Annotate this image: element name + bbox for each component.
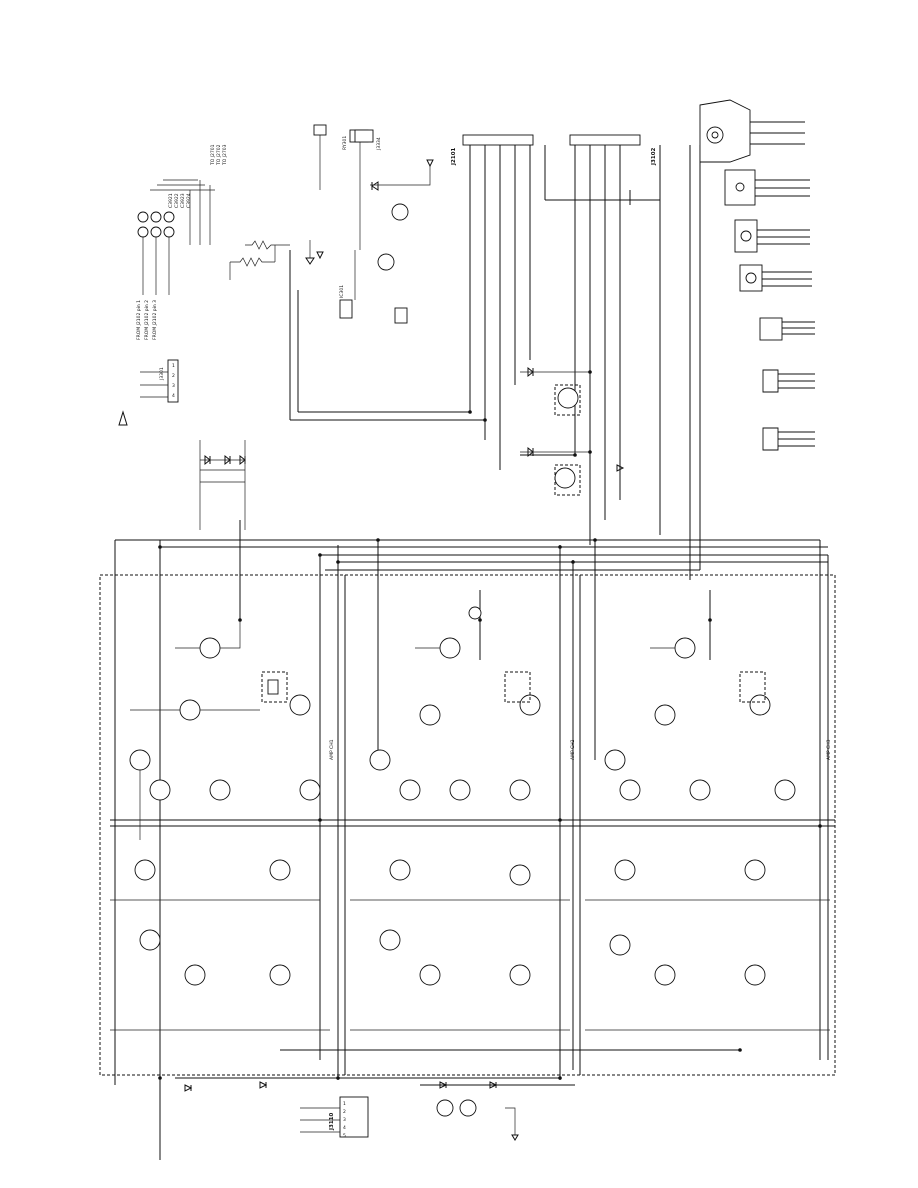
input-label-2: FROM J2102 pin 2 bbox=[144, 300, 150, 340]
cap-c3924-label: C3924 bbox=[186, 193, 192, 208]
connector-j3334-label: J3334 bbox=[376, 137, 382, 151]
fuse-6 bbox=[163, 226, 175, 238]
channel-3-label: AMP CH3 bbox=[826, 739, 832, 760]
amp-block-1 bbox=[99, 574, 346, 1076]
amp-channel-blocks bbox=[99, 574, 836, 1076]
amp-block-2 bbox=[344, 574, 581, 1076]
j3110-pin-3: 3 bbox=[343, 1117, 346, 1123]
package-to92 bbox=[739, 264, 812, 292]
package-to92-l bbox=[762, 369, 815, 393]
bottom-protection: J3110 1 2 3 4 5 bbox=[184, 1081, 519, 1141]
fuse-2 bbox=[150, 211, 162, 223]
fuse-5 bbox=[150, 226, 162, 238]
channel-2-label: AMP CH2 bbox=[570, 739, 576, 760]
fuse-capacitor-bank: C3921 C3922 C3923 C3924 FROM J2102 pin 1… bbox=[136, 144, 228, 340]
cap-c3922-label: C3922 bbox=[174, 193, 180, 208]
package-to3p bbox=[699, 99, 805, 163]
j3110-pin-5: 5 bbox=[343, 1133, 346, 1139]
fuse-1 bbox=[137, 211, 149, 223]
package-to220 bbox=[724, 169, 810, 206]
amp-block-3 bbox=[579, 574, 836, 1076]
bias-network bbox=[229, 240, 315, 280]
amp-channel-2: AMP CH2 bbox=[350, 606, 576, 1031]
warning-triangle-icon bbox=[118, 410, 128, 426]
j3110-pin-4: 4 bbox=[343, 1125, 346, 1131]
junction-dots bbox=[158, 370, 822, 1080]
regulator-label: IC301 bbox=[339, 285, 345, 298]
protect-circuit bbox=[520, 366, 625, 496]
j3110-pin-2: 2 bbox=[343, 1109, 346, 1115]
output-label-1: TO J2701 bbox=[210, 144, 216, 166]
connector-j2101-label: J2101 bbox=[451, 147, 457, 166]
fuse-4 bbox=[137, 226, 149, 238]
output-label-2: TO J2702 bbox=[216, 144, 222, 166]
relay-label: RY301 bbox=[342, 136, 348, 150]
package-to92-s bbox=[762, 427, 815, 451]
bus-wiring bbox=[110, 145, 835, 1160]
channel-1-label: AMP CH1 bbox=[329, 739, 335, 760]
j3301-pin-2: 2 bbox=[172, 373, 175, 379]
relay-regulator-area: IC301 RY301 bbox=[313, 124, 434, 324]
package-outlines bbox=[699, 99, 815, 451]
input-label-3: FROM J2102 pin 3 bbox=[152, 300, 158, 340]
package-to126 bbox=[734, 219, 810, 253]
j3301-pin-4: 4 bbox=[172, 393, 175, 399]
amp-channel-3: AMP CH3 bbox=[585, 637, 832, 1031]
output-label-3: TO J2703 bbox=[222, 144, 228, 166]
j3301-pin-1: 1 bbox=[172, 363, 175, 369]
input-label-1: FROM J2102 pin 1 bbox=[136, 300, 142, 340]
connector-j2101: J2101 bbox=[451, 134, 534, 166]
diode-bridge-upper bbox=[199, 440, 246, 530]
package-sip bbox=[759, 317, 815, 341]
fuse-3 bbox=[163, 211, 175, 223]
connector-j3301: J3301 1 2 3 4 bbox=[118, 359, 179, 426]
j3110-pin-1: 1 bbox=[343, 1101, 346, 1107]
connector-j3301-label: J3301 bbox=[159, 367, 165, 381]
connector-j3102: J3102 bbox=[569, 134, 657, 166]
amp-channel-1: AMP CH1 bbox=[110, 620, 335, 1031]
cap-c3923-label: C3923 bbox=[180, 193, 186, 208]
connector-j3110-label: J3110 bbox=[329, 1112, 335, 1131]
j3301-pin-3: 3 bbox=[172, 383, 175, 389]
connector-j3334: J3334 bbox=[354, 129, 382, 151]
cap-c3921-label: C3921 bbox=[168, 193, 174, 208]
connector-j3102-label: J3102 bbox=[651, 147, 657, 166]
